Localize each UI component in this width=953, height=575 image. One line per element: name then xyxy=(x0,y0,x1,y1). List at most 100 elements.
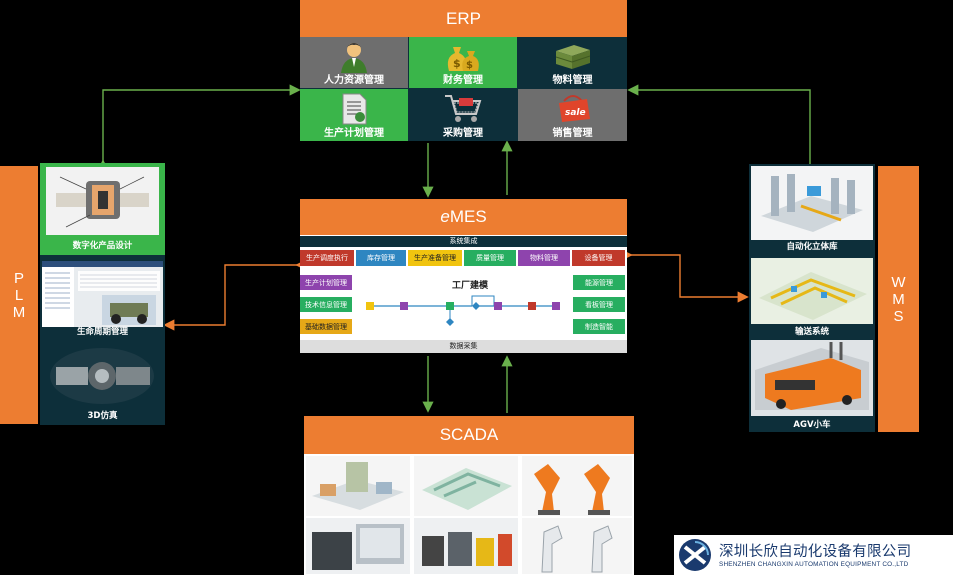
wms-letter-m: M xyxy=(892,290,905,308)
emes-module-production-plan-label: 生产计划管理 xyxy=(305,278,347,287)
svg-text:$: $ xyxy=(453,57,461,70)
emes-title: MES xyxy=(449,207,487,226)
crate-icon xyxy=(555,45,590,69)
emes-title-prefix: e xyxy=(440,207,450,226)
emes-module-quality[interactable]: 质量管理 xyxy=(464,250,516,266)
erp-module-purchase[interactable]: 采购管理 xyxy=(409,89,517,141)
wms-panel-conveyor[interactable]: 输送系统 xyxy=(749,256,875,340)
emes-module-quality-label: 质量管理 xyxy=(476,254,504,262)
conveyor-system-image xyxy=(751,258,873,324)
erp-module-material[interactable]: 物料管理 xyxy=(518,37,627,88)
money-bag-icon: $ $ xyxy=(447,47,479,71)
wms-panel-asrs[interactable]: 自动化立体库 xyxy=(749,164,875,256)
emes-panel: 系统集成 生产调度执行 库存管理 生产准备管理 质量管理 物料管理 设备管理 生… xyxy=(300,235,627,353)
erp-module-production-plan[interactable]: 生产计划管理 xyxy=(300,89,408,141)
wms-letter-s: S xyxy=(893,307,904,325)
erp-module-hr-label: 人力资源管理 xyxy=(324,75,384,86)
plm-panel-product-design[interactable]: 数字化产品设计 xyxy=(40,163,165,255)
plm-panel-3d-sim[interactable]: 3D仿真 xyxy=(40,341,165,425)
sale-tag-text: sale xyxy=(565,108,586,118)
scada-image-robot-arms xyxy=(522,456,632,516)
plm-letter-l: L xyxy=(14,286,24,304)
emes-module-material[interactable]: 物料管理 xyxy=(518,250,570,266)
plm-panel-3d-sim-label: 3D仿真 xyxy=(87,411,118,421)
wms-panel-group: 自动化立体库 输送系统 AGV小车 xyxy=(749,164,875,432)
arrow-erp-plm xyxy=(97,84,301,171)
scada-title: SCADA xyxy=(439,425,499,444)
scada-image-gantry-robots xyxy=(522,518,632,574)
scada-image-production-line xyxy=(306,456,410,516)
scada-image-plant-layout xyxy=(414,456,518,516)
person-icon xyxy=(341,43,367,73)
svg-text:$: $ xyxy=(466,60,473,71)
emes-data-collection-bar: 数据采集 xyxy=(300,340,627,353)
plm-panel-group: 数字化产品设计 生命周期管理 3D仿真 xyxy=(40,163,165,425)
shopping-cart-icon xyxy=(445,95,482,122)
emes-module-inventory[interactable]: 库存管理 xyxy=(356,250,406,266)
plm-letter-m: M xyxy=(12,303,26,321)
emes-module-intelligence-label: 制造智能 xyxy=(585,322,613,331)
emes-module-base-data-label: 基础数据管理 xyxy=(305,322,347,331)
arrow-emes-wms xyxy=(621,249,749,303)
asrs-warehouse-image xyxy=(751,166,873,240)
plm-panel-lifecycle[interactable]: 生命周期管理 xyxy=(40,259,165,339)
emes-module-inventory-label: 库存管理 xyxy=(367,254,395,262)
emes-module-kanban-label: 看板管理 xyxy=(585,300,613,309)
emes-system-integration-bar: 系统集成 xyxy=(300,236,627,247)
erp-module-hr[interactable]: 人力资源管理 xyxy=(300,37,408,88)
erp-header: ERP xyxy=(300,0,627,37)
emes-module-scheduling[interactable]: 生产调度执行 xyxy=(300,250,354,266)
scada-image-control-cabinets xyxy=(306,518,410,574)
emes-data-collection-label: 数据采集 xyxy=(449,342,478,350)
erp-module-sales[interactable]: sale 销售管理 xyxy=(518,89,627,141)
mechanical-assembly-image xyxy=(46,167,159,235)
erp-title: ERP xyxy=(446,8,481,28)
emes-factory-modeling-title: 工厂建模 xyxy=(451,281,488,291)
emes-module-equipment[interactable]: 设备管理 xyxy=(572,250,625,266)
emes-module-energy-label: 能源管理 xyxy=(585,278,613,287)
emes-module-equipment-label: 设备管理 xyxy=(584,254,613,262)
plm-label-bar: P L M xyxy=(0,166,38,424)
erp-module-finance-label: 财务管理 xyxy=(443,75,483,86)
arrow-erp-wms xyxy=(627,84,816,175)
emes-process-flow xyxy=(366,295,560,326)
sale-bag-icon: sale xyxy=(558,95,590,122)
erp-module-material-label: 物料管理 xyxy=(552,75,593,86)
emes-system-integration-label: 系统集成 xyxy=(449,237,478,245)
scada-image-plc-devices xyxy=(414,518,518,574)
agv-vehicle-image xyxy=(751,340,873,416)
plm-software-screenshot xyxy=(42,261,163,327)
wms-panel-agv-label: AGV小车 xyxy=(793,420,831,430)
erp-module-finance[interactable]: $ $ 财务管理 xyxy=(409,37,517,88)
emes-module-scheduling-label: 生产调度执行 xyxy=(306,254,348,262)
emes-module-base-data[interactable]: 基础数据管理 xyxy=(300,319,352,334)
scada-header: SCADA xyxy=(304,416,634,454)
company-logo-icon xyxy=(679,539,711,571)
emes-module-energy[interactable]: 能源管理 xyxy=(573,275,625,290)
emes-module-material-label: 物料管理 xyxy=(530,254,558,262)
emes-module-intelligence[interactable]: 制造智能 xyxy=(573,319,625,334)
emes-module-tech-info-label: 技术信息管理 xyxy=(305,300,347,309)
emes-module-prep[interactable]: 生产准备管理 xyxy=(408,250,462,266)
wms-label-bar: W M S xyxy=(878,166,919,432)
plm-panel-lifecycle-label: 生命周期管理 xyxy=(76,327,128,337)
arrow-emes-plm xyxy=(163,259,307,331)
plm-letter-p: P xyxy=(13,269,24,287)
emes-module-tech-info[interactable]: 技术信息管理 xyxy=(300,297,352,312)
company-name-en: SHENZHEN CHANGXIN AUTOMATION EQUIPMENT C… xyxy=(719,561,909,568)
emes-module-production-plan[interactable]: 生产计划管理 xyxy=(300,275,352,290)
scada-image-grid xyxy=(304,454,634,575)
erp-module-grid: 人力资源管理 $ $ 财务管理 物料管理 生产计划管理 xyxy=(300,37,627,141)
wms-panel-asrs-label: 自动化立体库 xyxy=(786,242,838,252)
company-name-cn: 深圳长欣自动化设备有限公司 xyxy=(719,544,912,560)
wms-panel-conveyor-label: 输送系统 xyxy=(794,327,829,337)
wms-panel-agv[interactable]: AGV小车 xyxy=(749,340,875,432)
plm-panel-product-design-label: 数字化产品设计 xyxy=(72,241,133,251)
emes-module-kanban[interactable]: 看板管理 xyxy=(573,297,625,312)
wms-letter-w: W xyxy=(891,273,906,291)
erp-module-production-plan-label: 生产计划管理 xyxy=(324,128,384,139)
company-logo-block: 深圳长欣自动化设备有限公司 SHENZHEN CHANGXIN AUTOMATI… xyxy=(674,535,953,575)
3d-joint-render xyxy=(50,348,154,404)
